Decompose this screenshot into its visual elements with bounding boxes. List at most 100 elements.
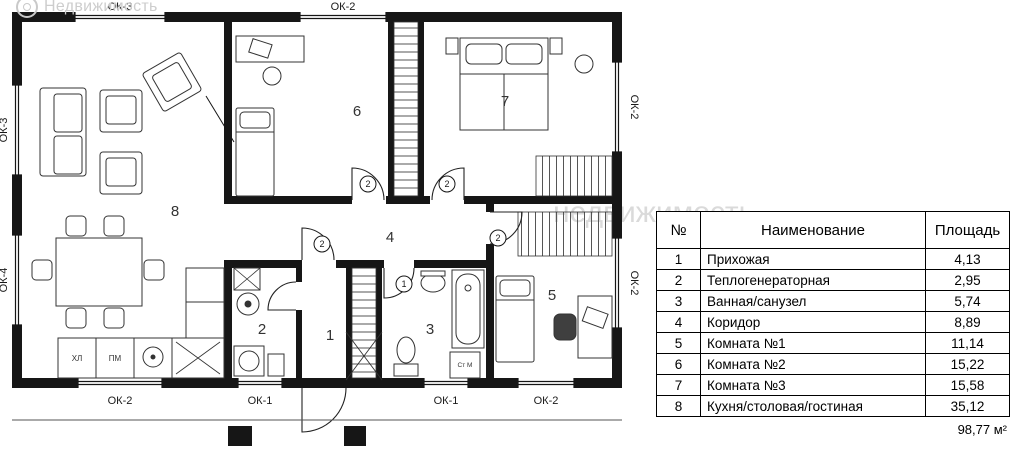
rooms-table: № Наименование Площадь 1 Прихожая 4,13 2… <box>656 211 1010 417</box>
window-label: ОК-3 <box>108 1 133 13</box>
brand-logo-icon <box>16 0 38 18</box>
row-num: 8 <box>656 395 701 417</box>
desk-chair <box>262 66 282 86</box>
row-name: Теплогенераторная <box>700 269 926 291</box>
row-name: Ванная/санузел <box>700 290 926 312</box>
row-area: 35,12 <box>925 395 1010 417</box>
window-label: ОК-2 <box>108 395 133 407</box>
desk <box>577 295 613 359</box>
window-bottom-4 <box>517 378 575 388</box>
door-badges: 2 2 2 2 1 <box>313 175 507 293</box>
desk-chair <box>553 313 577 341</box>
window-label: ОК-1 <box>248 395 273 407</box>
washing-machine <box>449 351 481 379</box>
table-row: 8 Кухня/столовая/гостиная 35,12 <box>656 395 1010 417</box>
chair <box>65 215 87 237</box>
laptop-icon <box>248 38 273 59</box>
nightstand <box>549 37 563 55</box>
bed <box>495 275 535 363</box>
furniture-boiler-room <box>233 267 285 377</box>
appliance-labels: ХЛ ПМ Ст М <box>72 354 473 369</box>
row-name: Коридор <box>700 311 926 333</box>
room-number-bedroom1: 5 <box>548 287 556 304</box>
furniture-kitchen <box>57 267 225 379</box>
row-area: 4,13 <box>925 248 1010 270</box>
window-label: ОК-2 <box>331 1 356 13</box>
door-badge: 2 <box>444 179 449 189</box>
window-bottom-2 <box>237 378 283 388</box>
row-name: Прихожая <box>700 248 926 270</box>
chair <box>103 215 125 237</box>
stove-cross-icon <box>175 341 221 375</box>
row-area: 2,95 <box>925 269 1010 291</box>
row-num: 4 <box>656 311 701 333</box>
row-name: Комната №2 <box>700 353 926 375</box>
interior-walls <box>224 22 612 378</box>
toilet <box>396 336 416 364</box>
armchair-rotated <box>142 52 202 112</box>
row-num: 2 <box>656 269 701 291</box>
laptop-icon <box>581 306 609 329</box>
table-row: 1 Прихожая 4,13 <box>656 248 1010 270</box>
row-name: Комната №3 <box>700 374 926 396</box>
window-label: ОК-2 <box>628 271 640 296</box>
furniture-bath <box>393 269 485 379</box>
header-num: № <box>656 211 701 249</box>
table-row: 2 Теплогенераторная 2,95 <box>656 269 1010 291</box>
window-bottom-1 <box>77 378 163 388</box>
total-area: 98,77 м² <box>957 422 1007 437</box>
pillow <box>465 43 503 65</box>
washer-label: Ст М <box>458 362 473 369</box>
row-name: Кухня/столовая/гостиная <box>700 395 926 417</box>
row-area: 11,14 <box>925 332 1010 354</box>
nightstand <box>445 37 459 55</box>
chair <box>143 259 165 281</box>
table-row: 6 Комната №2 15,22 <box>656 353 1010 375</box>
door-badge: 2 <box>365 179 370 189</box>
window-right-bottom <box>612 237 622 329</box>
wardrobe-icon <box>535 155 613 197</box>
window-labels: ОК-3 ОК-2 ОК-2 ОК-1 ОК-1 ОК-2 ОК-2 ОК-2 … <box>0 1 640 407</box>
header-name: Наименование <box>700 211 926 249</box>
row-num: 7 <box>656 374 701 396</box>
chair <box>65 307 87 329</box>
door-room6 <box>351 167 385 201</box>
room-number-hall: 1 <box>326 327 334 344</box>
room-number-bath: 3 <box>426 321 434 338</box>
sink <box>420 273 446 293</box>
room-numbers: 8 6 7 4 2 1 3 5 <box>171 93 556 344</box>
furniture-living <box>31 52 202 329</box>
door-entry <box>301 387 347 433</box>
equipment-box <box>267 353 285 377</box>
window-top-left <box>74 12 166 22</box>
floor-plan: 2 2 2 2 1 8 6 7 4 2 1 3 5 ОК-3 ОК-2 ОК-2… <box>0 1 640 446</box>
toilet-tank <box>393 363 419 377</box>
row-area: 5,74 <box>925 290 1010 312</box>
stool <box>574 54 594 74</box>
chimney <box>228 426 252 446</box>
dining-table <box>55 237 143 307</box>
window-label: ОК-1 <box>434 395 459 407</box>
row-num: 3 <box>656 290 701 312</box>
table-row: 4 Коридор 8,89 <box>656 311 1010 333</box>
door-boiler <box>267 281 297 311</box>
window-label: ОК-3 <box>0 118 10 143</box>
window-gaps <box>12 12 622 388</box>
section-mark <box>205 95 235 143</box>
door-badge: 2 <box>495 233 500 243</box>
wardrobe-icon <box>517 211 613 257</box>
door-room7 <box>431 167 465 201</box>
brand-watermark: Недвижимость <box>16 0 158 18</box>
door-badge: 1 <box>401 279 406 289</box>
row-area: 15,58 <box>925 374 1010 396</box>
window-right-top <box>612 61 622 153</box>
kitchen-unit <box>57 337 97 379</box>
header-area: Площадь <box>925 211 1010 249</box>
brand-watermark-text: Недвижимость <box>44 0 158 15</box>
table-row: 5 Комната №1 11,14 <box>656 332 1010 354</box>
room-number-bedroom3: 7 <box>501 93 509 110</box>
bed <box>235 107 275 197</box>
kitchen-unit <box>185 267 225 303</box>
window-label: ОК-2 <box>628 95 640 120</box>
table-row: 7 Комната №3 15,58 <box>656 374 1010 396</box>
